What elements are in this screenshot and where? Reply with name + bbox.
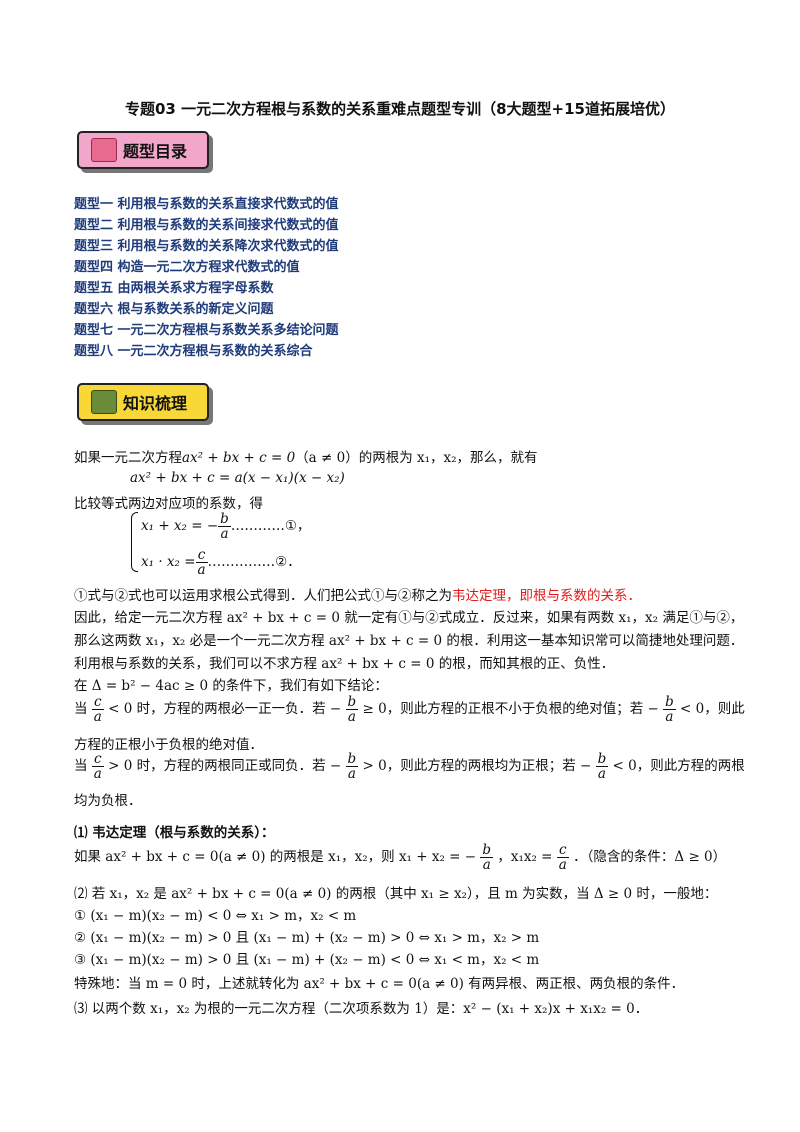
toc-item[interactable]: 题型五 由两根关系求方程字母系数: [74, 281, 274, 296]
toc-item[interactable]: 题型六 根与系数关系的新定义问题: [74, 302, 274, 317]
text-line: 因此，给定一元二次方程 ax² + bx + c = 0 就一定有①与②式成立．…: [74, 610, 744, 626]
blackboard-icon: [91, 390, 117, 414]
toc-item[interactable]: 题型一 利用根与系数的关系直接求代数式的值: [74, 197, 339, 212]
text-line: 利用根与系数的关系，我们可以不求方程 ax² + bx + c = 0 的根，而…: [74, 656, 615, 672]
text-line: ①式与②式也可以运用求根公式得到．人们把公式①与②称之为韦达定理，即根与系数的关…: [74, 588, 641, 604]
toc-item[interactable]: 题型二 利用根与系数的关系间接求代数式的值: [74, 218, 339, 233]
text-line: 如果 ax² + bx + c = 0(a ≠ 0) 的两根是 x₁，x₂，则 …: [74, 842, 727, 874]
toc-item[interactable]: 题型四 构造一元二次方程求代数式的值: [74, 260, 300, 275]
highlight-text: 韦达定理，即根与系数的关系．: [452, 588, 641, 604]
condition-3: ③ (x₁ − m)(x₂ − m) > 0 且 (x₁ − m) + (x₂ …: [74, 952, 540, 968]
section-heading: ⑴ 韦达定理（根与系数的关系）：: [74, 825, 275, 841]
text-line: 如果一元二次方程ax² + bx + c = 0（a ≠ 0）的两根为 x₁，x…: [74, 450, 538, 466]
text-line: 特殊地：当 m = 0 时，上述就转化为 ax² + bx + c = 0(a …: [74, 976, 685, 992]
knowledge-badge: 知识梳理: [77, 383, 209, 421]
page-title: 专题03 一元二次方程根与系数的关系重难点题型专训（8大题型+15道拓展培优）: [125, 100, 675, 118]
condition-2: ② (x₁ − m)(x₂ − m) > 0 且 (x₁ − m) + (x₂ …: [74, 930, 540, 946]
toc-badge-label: 题型目录: [123, 142, 188, 161]
text-line: 均为负根．: [74, 793, 142, 809]
toc-badge: 题型目录: [77, 131, 209, 169]
book-icon: [91, 138, 117, 162]
text-line: 在 Δ = b² − 4ac ≥ 0 的条件下，我们有如下结论：: [74, 678, 388, 694]
text-line: 方程的正根小于负根的绝对值．: [74, 737, 263, 753]
condition-1: ① (x₁ − m)(x₂ − m) < 0 ⇔ x₁ > m，x₂ < m: [74, 908, 357, 924]
system-brace: [131, 512, 138, 572]
text-line: 比较等式两边对应项的系数，得: [74, 496, 263, 512]
text-line: ⑶ 以两个数 x₁，x₂ 为根的一元二次方程（二次项系数为 1）是：x² − (…: [74, 1001, 649, 1017]
text-line: ⑵ 若 x₁，x₂ 是 ax² + bx + c = 0(a ≠ 0) 的两根（…: [74, 886, 718, 902]
toc-item[interactable]: 题型八 一元二次方程根与系数的关系综合: [74, 344, 313, 359]
knowledge-badge-label: 知识梳理: [123, 394, 188, 413]
text-line: 那么这两数 x₁，x₂ 必是一个一元二次方程 ax² + bx + c = 0 …: [74, 633, 744, 649]
toc-item[interactable]: 题型七 一元二次方程根与系数关系多结论问题: [74, 323, 339, 338]
factored-equation: ax² + bx + c = a(x − x₁)(x − x₂): [130, 470, 345, 486]
toc-item[interactable]: 题型三 利用根与系数的关系降次求代数式的值: [74, 239, 339, 254]
